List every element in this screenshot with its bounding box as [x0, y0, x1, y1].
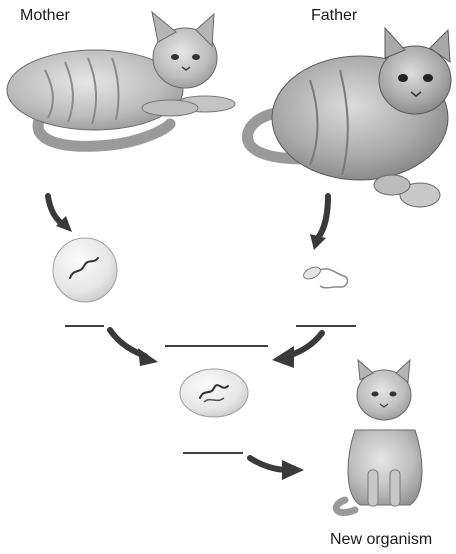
father-cat-icon	[247, 28, 451, 207]
father-to-sperm-arrow	[310, 196, 328, 250]
egg-cell-icon	[53, 238, 117, 302]
new-organism-kitten-icon	[336, 360, 422, 513]
zygote-icon	[180, 369, 248, 417]
zygote-to-organism-arrow	[250, 458, 304, 480]
egg-to-zygote-arrow	[110, 330, 158, 366]
sperm-to-zygote-arrow	[272, 333, 322, 368]
mother-cat-icon	[7, 12, 235, 146]
mother-to-egg-arrow	[48, 196, 72, 232]
sperm-cell-icon	[302, 265, 348, 288]
